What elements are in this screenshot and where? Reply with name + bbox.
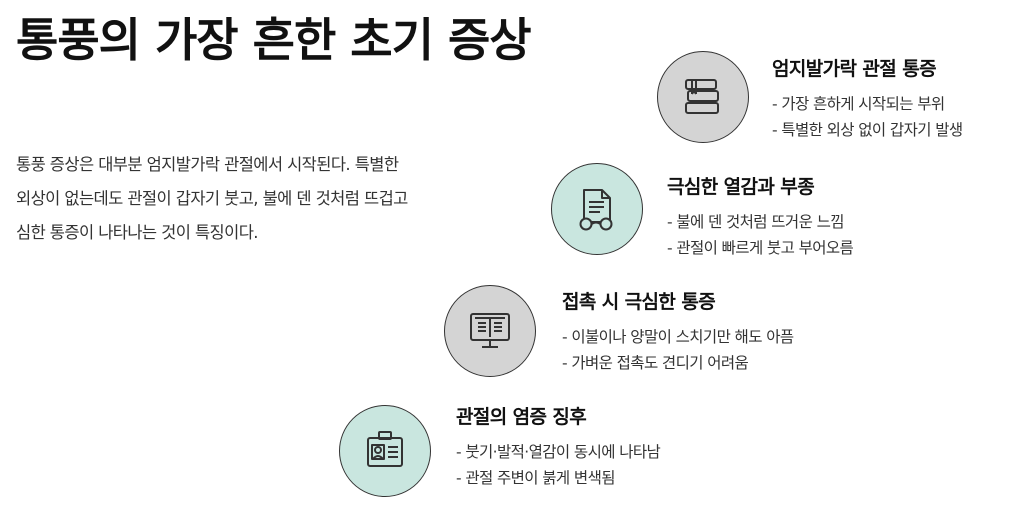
step-1-circle [657, 51, 749, 143]
step-2-bullet-2: - 관절이 빠르게 붓고 부어오름 [667, 239, 854, 257]
open-book-monitor-icon [470, 313, 510, 348]
step-4-circle [339, 405, 431, 497]
step-3-bullet-2: - 가벼운 접촉도 견디기 어려움 [562, 354, 749, 372]
page-title: 통풍의 가장 흔한 초기 증상 [16, 13, 532, 67]
step-3-circle [444, 285, 536, 377]
step-1-bullet-1: - 가장 흔하게 시작되는 부위 [772, 95, 945, 113]
step-2-title: 극심한 열감과 부종 [667, 176, 815, 198]
step-1-bullet-2: - 특별한 외상 없이 갑자기 발생 [772, 121, 963, 139]
step-4-bullet-2: - 관절 주변이 붉게 변색됨 [456, 469, 616, 487]
step-4-title: 관절의 염증 징후 [456, 406, 587, 428]
intro-paragraph: 통풍 증상은 대부분 엄지발가락 관절에서 시작된다. 특별한 외상이 없는데도… [16, 155, 408, 242]
step-2-circle [551, 163, 643, 255]
step-3-title: 접촉 시 극심한 통증 [562, 291, 716, 313]
step-3-bullet-1: - 이불이나 양말이 스치기만 해도 아픔 [562, 328, 794, 346]
books-icon [685, 79, 719, 114]
document-glasses-icon [579, 189, 613, 231]
step-4-bullet-1: - 붓기·발적·열감이 동시에 나타남 [456, 443, 661, 461]
step-1-title: 엄지발가락 관절 통증 [772, 58, 937, 80]
id-card-icon [367, 431, 403, 467]
step-2-bullet-1: - 불에 덴 것처럼 뜨거운 느낌 [667, 213, 844, 231]
